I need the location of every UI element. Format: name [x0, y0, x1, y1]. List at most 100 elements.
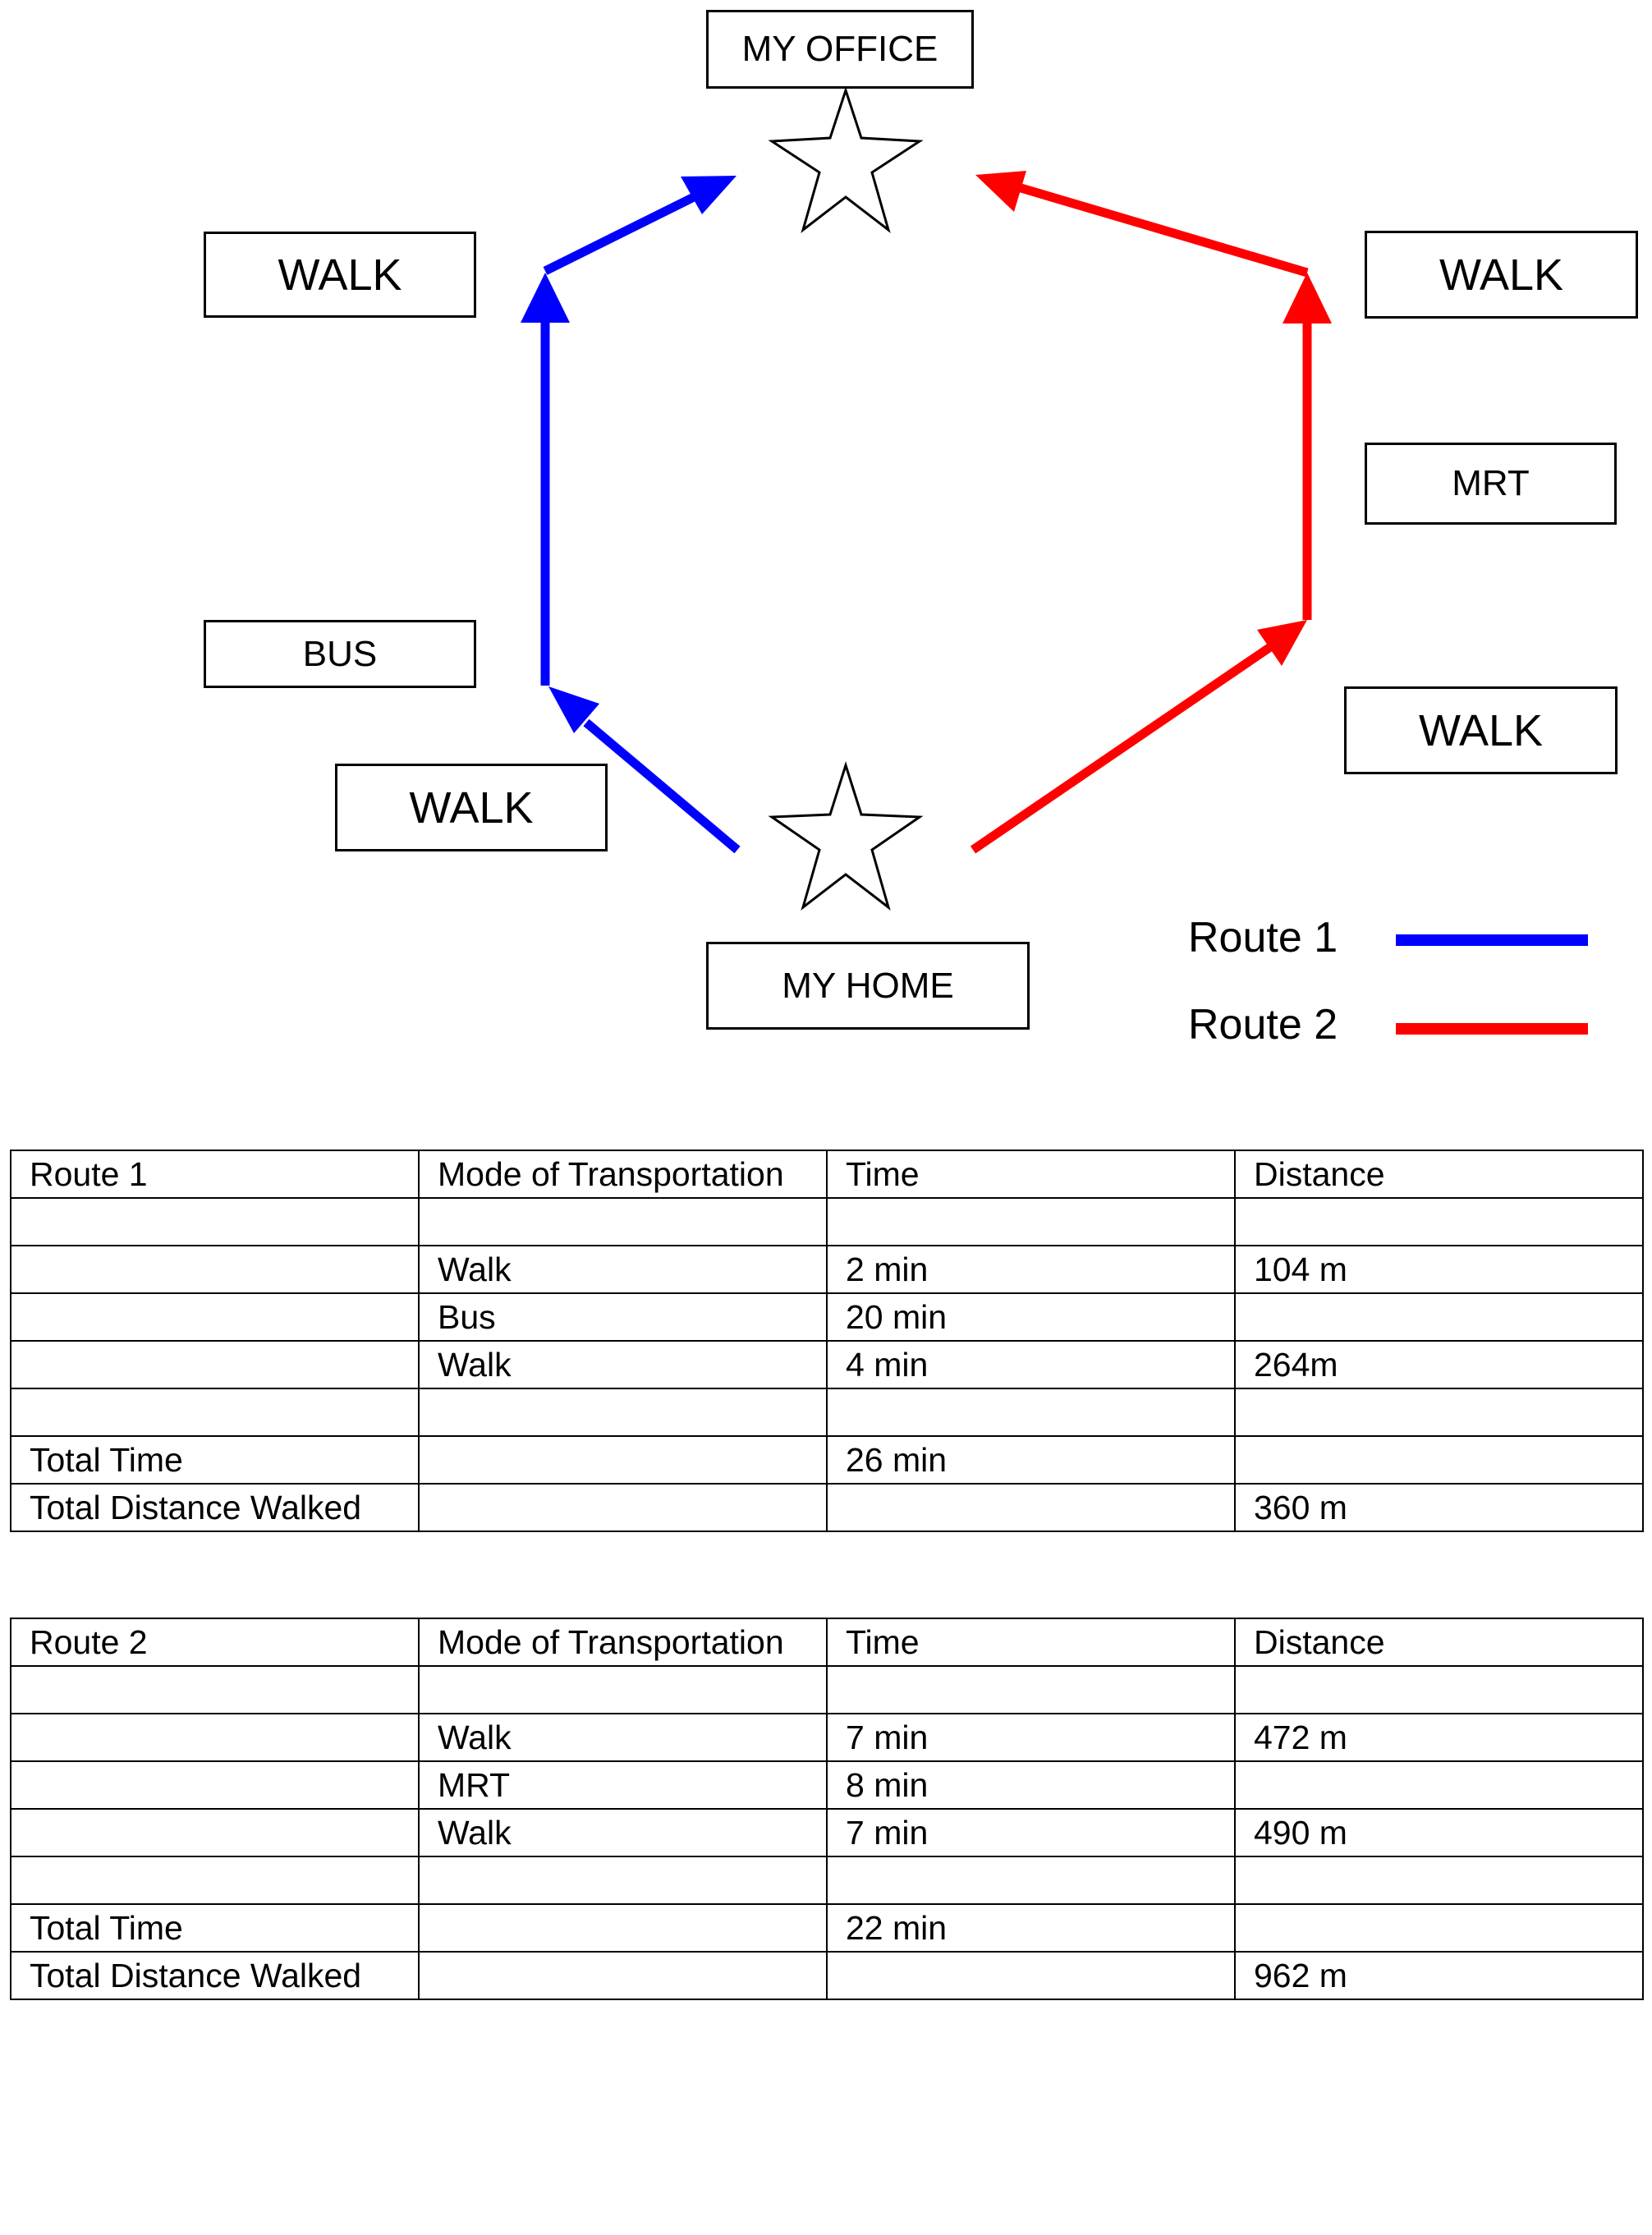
table-cell [10, 1197, 420, 1246]
table-cell [418, 1197, 828, 1246]
table-cell [826, 1951, 1236, 2000]
route-2-arrowhead [975, 171, 1026, 212]
office-label: MY OFFICE [706, 10, 974, 89]
route-1-bus-label: BUS [204, 620, 476, 688]
route-1-arrowhead [521, 273, 570, 323]
route-2-arrowhead [1283, 273, 1332, 324]
table-header-cell: Route 2 [10, 1618, 420, 1667]
table-cell [826, 1197, 1236, 1246]
route-1-walk-top-label: WALK [204, 232, 476, 318]
table-cell: 7 min [826, 1713, 1236, 1762]
table-header-cell: Distance [1234, 1618, 1644, 1667]
table-header-cell: Mode of Transportation [418, 1150, 828, 1199]
table-cell [826, 1856, 1236, 1905]
table-cell [1234, 1903, 1644, 1953]
table-cell [826, 1483, 1236, 1532]
table-cell [10, 1856, 420, 1905]
table-row: Total Time 22 min [10, 1903, 1644, 1953]
route-2-walk-bottom-label: WALK [1344, 686, 1618, 774]
office-star-icon [768, 86, 924, 233]
table-cell: 20 min [826, 1292, 1236, 1342]
table-cell [1234, 1292, 1644, 1342]
table-cell: 2 min [826, 1245, 1236, 1294]
table-cell [10, 1808, 420, 1857]
route-2-mrt-label: MRT [1365, 443, 1617, 525]
table-cell [10, 1388, 420, 1437]
route-1-arrowhead [548, 686, 599, 733]
table-cell: Bus [418, 1292, 828, 1342]
table-cell [1234, 1388, 1644, 1437]
table-cell: Walk [418, 1340, 828, 1389]
legend-route-1-label: Route 1 [1188, 914, 1338, 961]
table-cell [418, 1856, 828, 1905]
table-cell: Total Time [10, 1435, 420, 1485]
home-star-icon [768, 761, 924, 911]
table-cell: MRT [418, 1760, 828, 1810]
table-cell: 490 m [1234, 1808, 1644, 1857]
table-cell [10, 1340, 420, 1389]
table-row: Total Distance Walked 360 m [10, 1483, 1644, 1532]
table-cell: 8 min [826, 1760, 1236, 1810]
table-cell [1234, 1856, 1644, 1905]
route-2-arrowhead [1257, 620, 1307, 666]
route-1-path [540, 193, 741, 854]
route-2-walk-top-label: WALK [1365, 231, 1638, 319]
table-cell: 7 min [826, 1808, 1236, 1857]
table-header-cell: Mode of Transportation [418, 1618, 828, 1667]
table-cell [10, 1713, 420, 1762]
route-1-arrowhead [681, 176, 737, 214]
table-cell: Walk [418, 1808, 828, 1857]
table-cell [1234, 1435, 1644, 1485]
table-cell [10, 1245, 420, 1294]
table-cell: 22 min [826, 1903, 1236, 1953]
table-row: Total Time 26 min [10, 1435, 1644, 1485]
table-row: Total Distance Walked 962 m [10, 1951, 1644, 2000]
table-cell: Total Time [10, 1903, 420, 1953]
table-header-cell: Route 1 [10, 1150, 420, 1199]
table-cell [1234, 1665, 1644, 1714]
route-2-path [970, 182, 1312, 854]
table-cell [418, 1951, 828, 2000]
table-cell: Walk [418, 1713, 828, 1762]
table-cell [10, 1760, 420, 1810]
table-cell [418, 1388, 828, 1437]
route-diagram [521, 86, 1332, 911]
table-cell: 26 min [826, 1435, 1236, 1485]
legend-route-1-swatch [1396, 934, 1588, 946]
home-label: MY HOME [706, 942, 1030, 1030]
table-cell [1234, 1197, 1644, 1246]
table-header-cell: Time [826, 1150, 1236, 1199]
table-cell: Walk [418, 1245, 828, 1294]
table-cell: 962 m [1234, 1951, 1644, 2000]
table-cell: Total Distance Walked [10, 1483, 420, 1532]
table-cell [418, 1435, 828, 1485]
legend-route-2-label: Route 2 [1188, 1001, 1338, 1049]
table-cell [826, 1388, 1236, 1437]
table-cell [10, 1665, 420, 1714]
table-cell [1234, 1760, 1644, 1810]
route-1-walk-bottom-label: WALK [335, 764, 608, 851]
table-header-cell: Distance [1234, 1150, 1644, 1199]
table-cell: 360 m [1234, 1483, 1644, 1532]
table-cell [826, 1665, 1236, 1714]
table-header-cell: Time [826, 1618, 1236, 1667]
table-row [10, 1856, 1644, 1905]
table-cell [418, 1903, 828, 1953]
table-cell [418, 1665, 828, 1714]
table-cell: 472 m [1234, 1713, 1644, 1762]
table-row [10, 1388, 1644, 1437]
table-cell: 264m [1234, 1340, 1644, 1389]
table-cell: Total Distance Walked [10, 1951, 420, 2000]
legend-route-2-swatch [1396, 1023, 1588, 1035]
